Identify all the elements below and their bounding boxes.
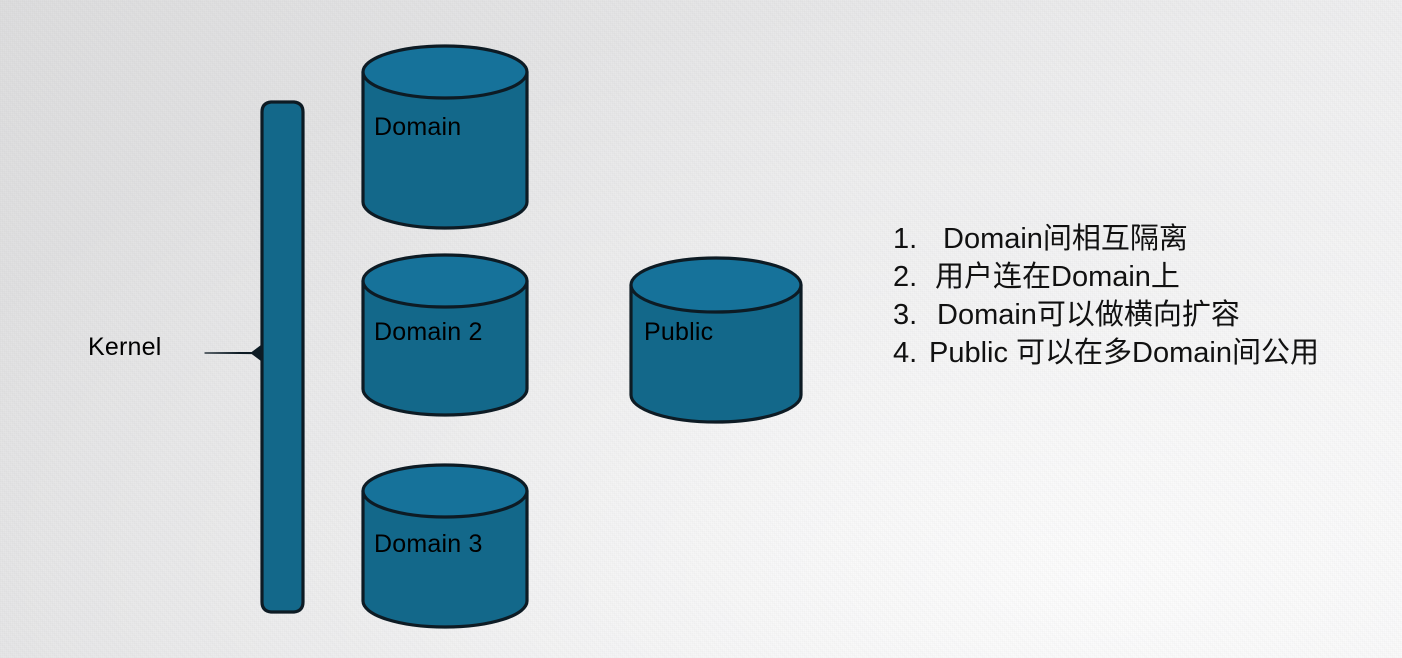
list-item: 4. Public 可以在多Domain间公用 [893,334,1383,372]
kernel-leader-line [204,344,263,362]
kernel-label: Kernel [88,333,162,361]
cylinder-domain-2[interactable] [361,253,529,417]
list-item-text: 用户连在Domain上 [935,261,1180,293]
list-item: 2. 用户连在Domain上 [893,258,1383,296]
list-item: 3. Domain可以做横向扩容 [893,296,1383,334]
cylinder-label-domain-1: Domain [374,113,462,141]
list-item-text: Domain可以做横向扩容 [937,299,1240,331]
list-item-number: 4. [893,337,918,369]
list-item-number: 3. [893,299,918,331]
list-item-text: Public 可以在多Domain间公用 [929,337,1319,369]
cylinder-domain-3[interactable] [361,463,529,629]
cylinder-label-public: Public [644,318,714,346]
cylinder-domain-1[interactable] [361,44,529,230]
cylinder-public[interactable] [629,256,803,424]
list-item-number: 1. [893,223,918,255]
list-item-text: Domain间相互隔离 [943,223,1188,255]
notes-list: 1. Domain间相互隔离 2. 用户连在Domain上 3. Domain可… [893,220,1383,372]
kernel-bar[interactable] [260,100,305,614]
cylinder-label-domain-3: Domain 3 [374,530,483,558]
list-item-number: 2. [893,261,918,293]
list-item: 1. Domain间相互隔离 [893,220,1383,258]
cylinder-label-domain-2: Domain 2 [374,318,483,346]
